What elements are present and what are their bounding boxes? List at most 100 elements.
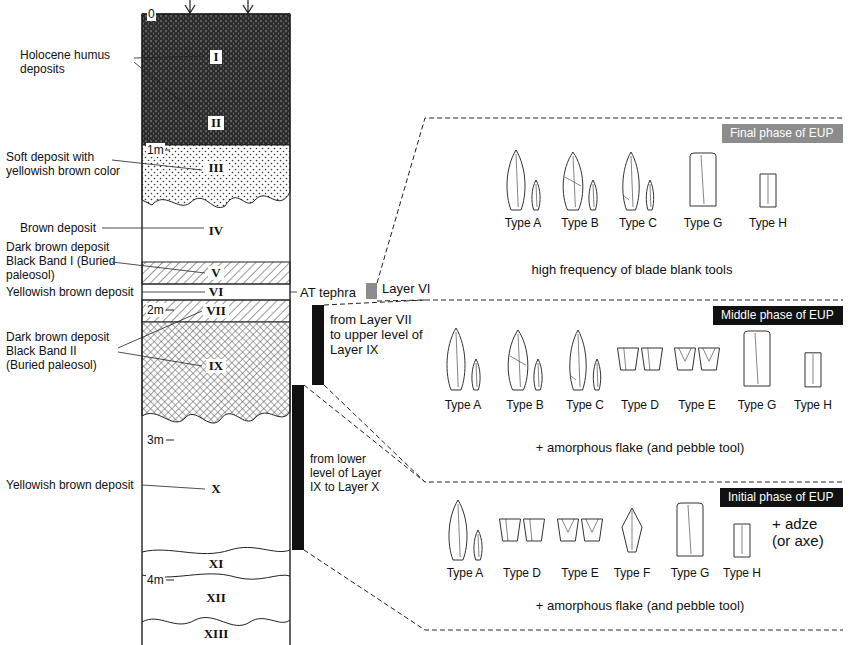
tool-outline [532,180,540,210]
tool-outline [524,519,545,541]
type-label: Type G [661,566,719,580]
tool-outline [623,152,639,210]
type-label: Type A [434,398,492,412]
deposit-label: Dark brown deposit Black Band I (Buried … [6,240,118,282]
soil-layer: VI [142,284,290,300]
type-label: Type H [785,398,841,412]
range-label: from lower level of Layer IX to Layer X [310,452,384,494]
column-outline [142,14,290,645]
tool-outline [742,525,743,554]
layer-numeral: XII [203,591,229,605]
tool-outline [699,348,720,370]
tool-outline [578,334,580,387]
type-label: Type D [493,566,551,580]
tool-outline [508,330,528,390]
tool-outline [593,184,594,207]
tool-outline [500,519,521,541]
type-label: Type A [436,566,494,580]
type-label: Type D [611,398,669,412]
tool-outline [734,524,750,557]
soil-layer: V [142,262,290,284]
dashed-bracket [324,300,843,482]
tool-outline [622,508,642,552]
tool-outline [632,510,633,550]
tool-outline [701,155,704,204]
type-label: Type G [673,216,733,230]
tool-outline [768,175,769,204]
phase-header: Middle phase of EUP [713,306,843,325]
tool-outline [642,348,663,370]
leader-line [134,56,205,121]
dashed-bracket [304,385,843,630]
range-bar [366,283,377,299]
leader-line [112,262,205,273]
type-label: Type E [551,566,609,580]
tool-outline [597,363,599,387]
tool-outline [563,152,583,210]
phase-header: Final phase of EUP [722,124,843,143]
tool-outline [507,150,525,210]
band-fill [142,322,290,423]
tool-outline [565,177,581,186]
phase-note: + amorphous flake (and pebble tool) [480,440,800,455]
phase-title: Middle phase of EUP [721,308,834,322]
tool-outline [476,363,477,387]
layer-numeral: XI [206,557,226,571]
tool-outline [805,353,821,387]
type-label: Type F [607,566,657,580]
tool-outline [571,376,576,380]
tool-outline [593,359,600,390]
tephra-label: AT tephra [300,285,364,300]
tool-outline [675,348,696,370]
tool-outline [516,154,518,207]
tool-outline [679,348,692,361]
type-label: Type G [728,398,786,412]
depth-mark: 3m [146,433,165,447]
humus-fill [142,14,290,145]
tool-outline [760,174,776,207]
tool-outline [447,328,465,390]
deposit-label: Dark brown deposit Black Band II (Buried… [6,330,118,372]
layer-numeral: II [208,116,224,130]
tool-outline [650,184,652,207]
tool-outline [690,153,716,206]
range-label: Layer VI [382,281,434,296]
leader-line [142,292,205,293]
depth-mark: 0 [147,7,156,21]
tool-outline [472,359,480,390]
soil-layer: IV [142,200,290,262]
tool-outline [474,530,482,560]
tool-outline [562,519,575,532]
soil-layer: XI [142,552,290,575]
band-fill [142,262,290,284]
leader-line [290,292,297,293]
type-label: Type B [550,216,610,230]
tool-outline [744,331,770,386]
soil-layer: IX [142,322,290,410]
tool-outline [558,519,579,541]
tool-outline [456,332,458,387]
layer-numeral: VII [203,304,229,318]
layer-numeral: I [210,50,221,64]
tool-note: + adze (or axe) [772,515,834,549]
tool-outline [582,519,603,541]
tool-outline [589,180,597,210]
type-label: Type H [717,566,767,580]
type-label: Type C [608,216,668,230]
deposit-label: Holocene humus deposits [20,48,132,76]
leader-line [102,228,204,229]
tool-outline [534,359,542,390]
deposit-label: Yellowish brown deposit [6,478,140,492]
tool-outline [755,333,758,384]
tool-outline [458,504,460,557]
layer-numeral: III [205,161,226,175]
tool-outline [703,348,716,361]
layer-numeral: VI [206,285,226,299]
tool-outline [478,534,479,557]
depth-mark: 1m [146,143,165,157]
tool-outline [536,184,537,207]
range-bar [312,305,324,385]
soil-layer: XIII [142,622,290,645]
